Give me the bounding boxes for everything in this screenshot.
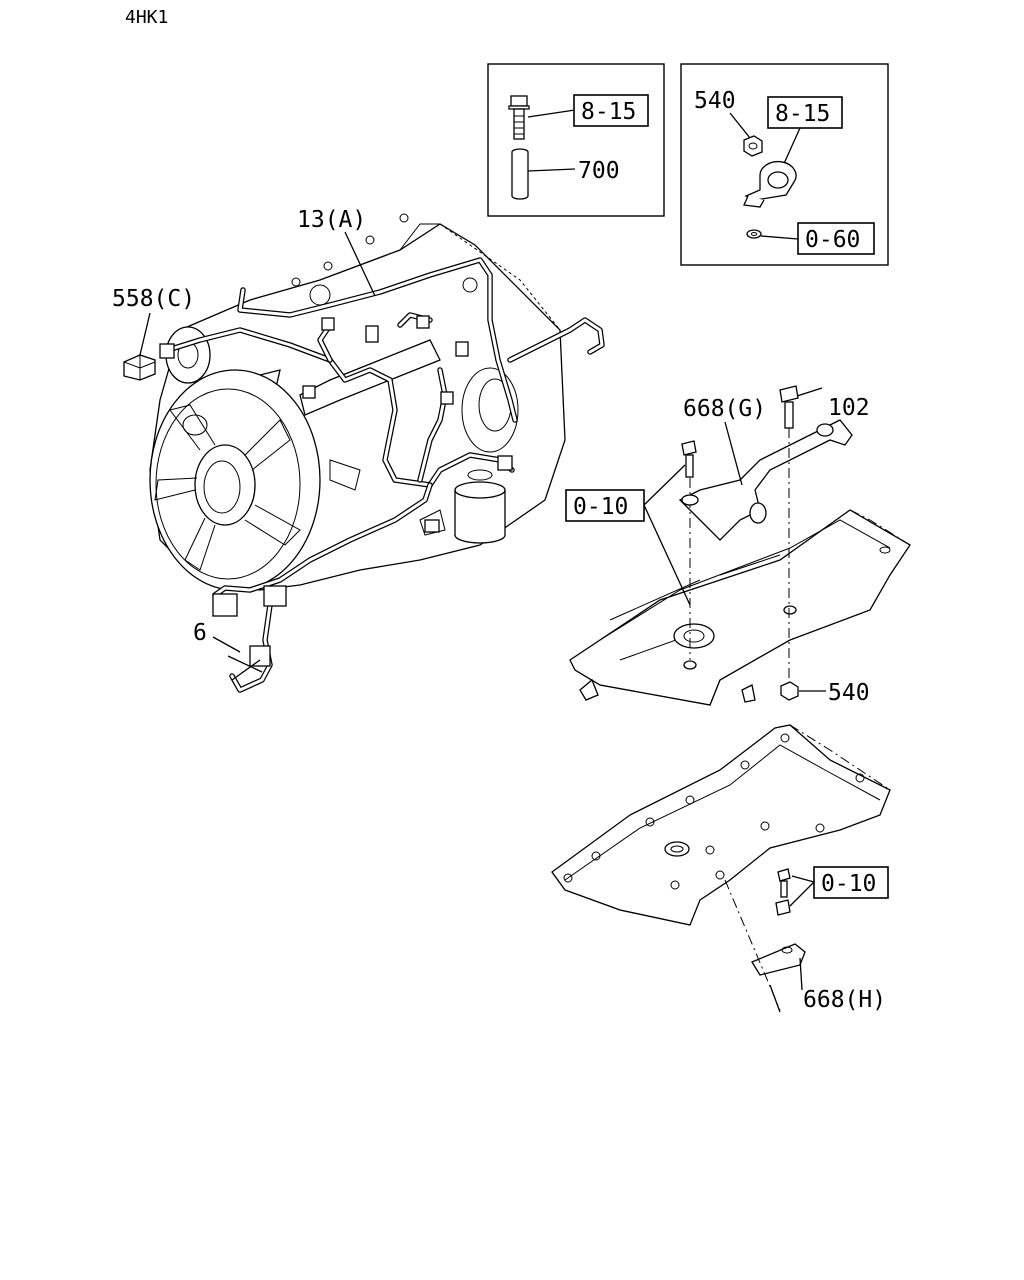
bolt-icon [508,95,530,140]
callout-bracket-h: 668(H) [803,987,886,1013]
ref-upper-cover: 0-10 [573,494,628,520]
inset-frame-2 [680,63,889,266]
inset-nut-clip: 540 8-15 0-60 [680,63,889,266]
callout-harness: 13(A) [297,207,366,233]
callout-bolt-102: 102 [828,395,870,421]
ref-inset2-clip: 8-15 [775,101,830,127]
collar-icon [511,148,529,200]
nut-icon [743,135,763,157]
inset-bolt-collar: 700 8-15 [487,63,665,217]
ref-inset2-washer: 0-60 [805,227,860,253]
washer-icon [746,229,762,239]
callout-nut-lower: 540 [828,680,870,706]
callout-connector: 558(C) [112,286,195,312]
wiring-harness [159,257,605,693]
callout-nut-inset: 540 [694,88,736,114]
nut-540-icon [780,681,799,701]
model-label: 4HK1 [125,7,168,28]
upper-undercover [569,385,911,706]
inset-frame-1 [487,63,665,217]
ref-lower-cover: 0-10 [821,871,876,897]
callout-bracket-g: 668(G) [683,396,766,422]
ref-box-lower [813,866,889,899]
bolt-lower-icon-2 [775,899,791,916]
bracket-h-icon [751,943,806,976]
callout-sensor: 6 [193,620,207,646]
bolt-102-icon [779,385,799,429]
engine-illustration [149,213,566,591]
clip-icon [743,160,797,208]
lower-undercover [551,724,891,1013]
ref-inset1-bolt: 8-15 [581,99,636,125]
ref-box-inset1 [573,94,649,127]
sensor-icon [227,655,263,681]
bolt-left-icon [681,440,697,478]
undercover-panel [569,509,911,706]
bolt-lower-icon-1 [777,868,791,898]
callout-collar: 700 [578,158,620,184]
fan-icon [149,369,321,591]
ref-box-upper [565,489,645,522]
ref-box-inset2-clip [767,96,843,129]
ref-box-inset2-washer [797,222,875,255]
connector-icon [123,354,156,381]
bracket-g-icon [678,419,853,541]
